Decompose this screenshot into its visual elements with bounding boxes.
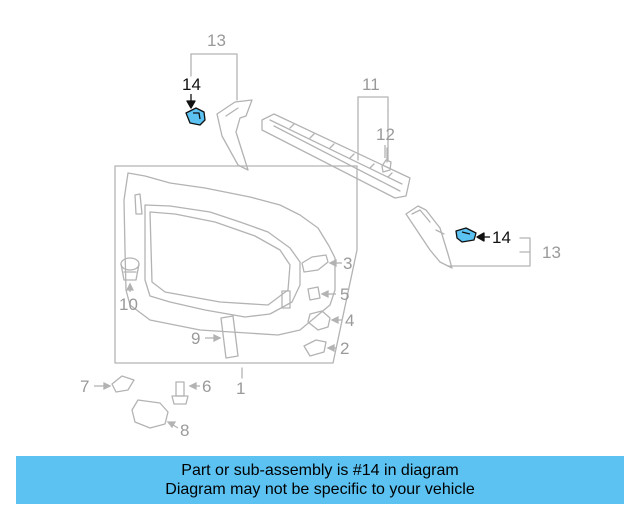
top-strip <box>261 113 411 199</box>
part-14-left <box>185 94 206 126</box>
clip-5 <box>307 286 321 301</box>
pad-9 <box>220 315 239 359</box>
banner-line-1: Part or sub-assembly is #14 in diagram <box>181 462 459 479</box>
callout-1: 1 <box>236 379 245 398</box>
callout-14-left: 14 <box>182 75 201 94</box>
callout-9: 9 <box>191 329 200 348</box>
banner-line-2: Diagram may not be specific to your vehi… <box>165 481 475 498</box>
trim-panel <box>114 165 358 364</box>
cover-8 <box>131 399 169 429</box>
right-pillar-trim <box>405 205 453 269</box>
clip-4 <box>307 310 331 331</box>
callout-14-right: 14 <box>492 228 511 247</box>
callout-10: 10 <box>119 295 138 314</box>
callout-13-right: 13 <box>542 243 561 262</box>
callout-13-top: 13 <box>207 31 226 50</box>
part-14-right <box>455 227 490 243</box>
callout-5: 5 <box>340 285 349 304</box>
clip-3 <box>301 254 329 273</box>
callout-4: 4 <box>345 311 354 330</box>
callout-8: 8 <box>180 421 189 440</box>
bolt-6 <box>171 381 189 405</box>
clip-12 <box>381 159 392 173</box>
left-pillar-trim <box>216 99 253 171</box>
callout-6: 6 <box>202 377 211 396</box>
callout-2: 2 <box>340 339 349 358</box>
nut-7 <box>111 375 135 393</box>
callout-11: 11 <box>362 75 380 94</box>
parts-diagram: 13 14 11 12 14 13 3 5 10 4 9 2 7 6 1 8 <box>80 31 561 440</box>
callout-3: 3 <box>343 254 352 273</box>
info-banner: Part or sub-assembly is #14 in diagram D… <box>16 456 624 504</box>
callout-7: 7 <box>80 377 89 396</box>
callout-12: 12 <box>376 125 395 144</box>
grommet-10 <box>120 257 140 281</box>
clip-2 <box>303 339 327 357</box>
